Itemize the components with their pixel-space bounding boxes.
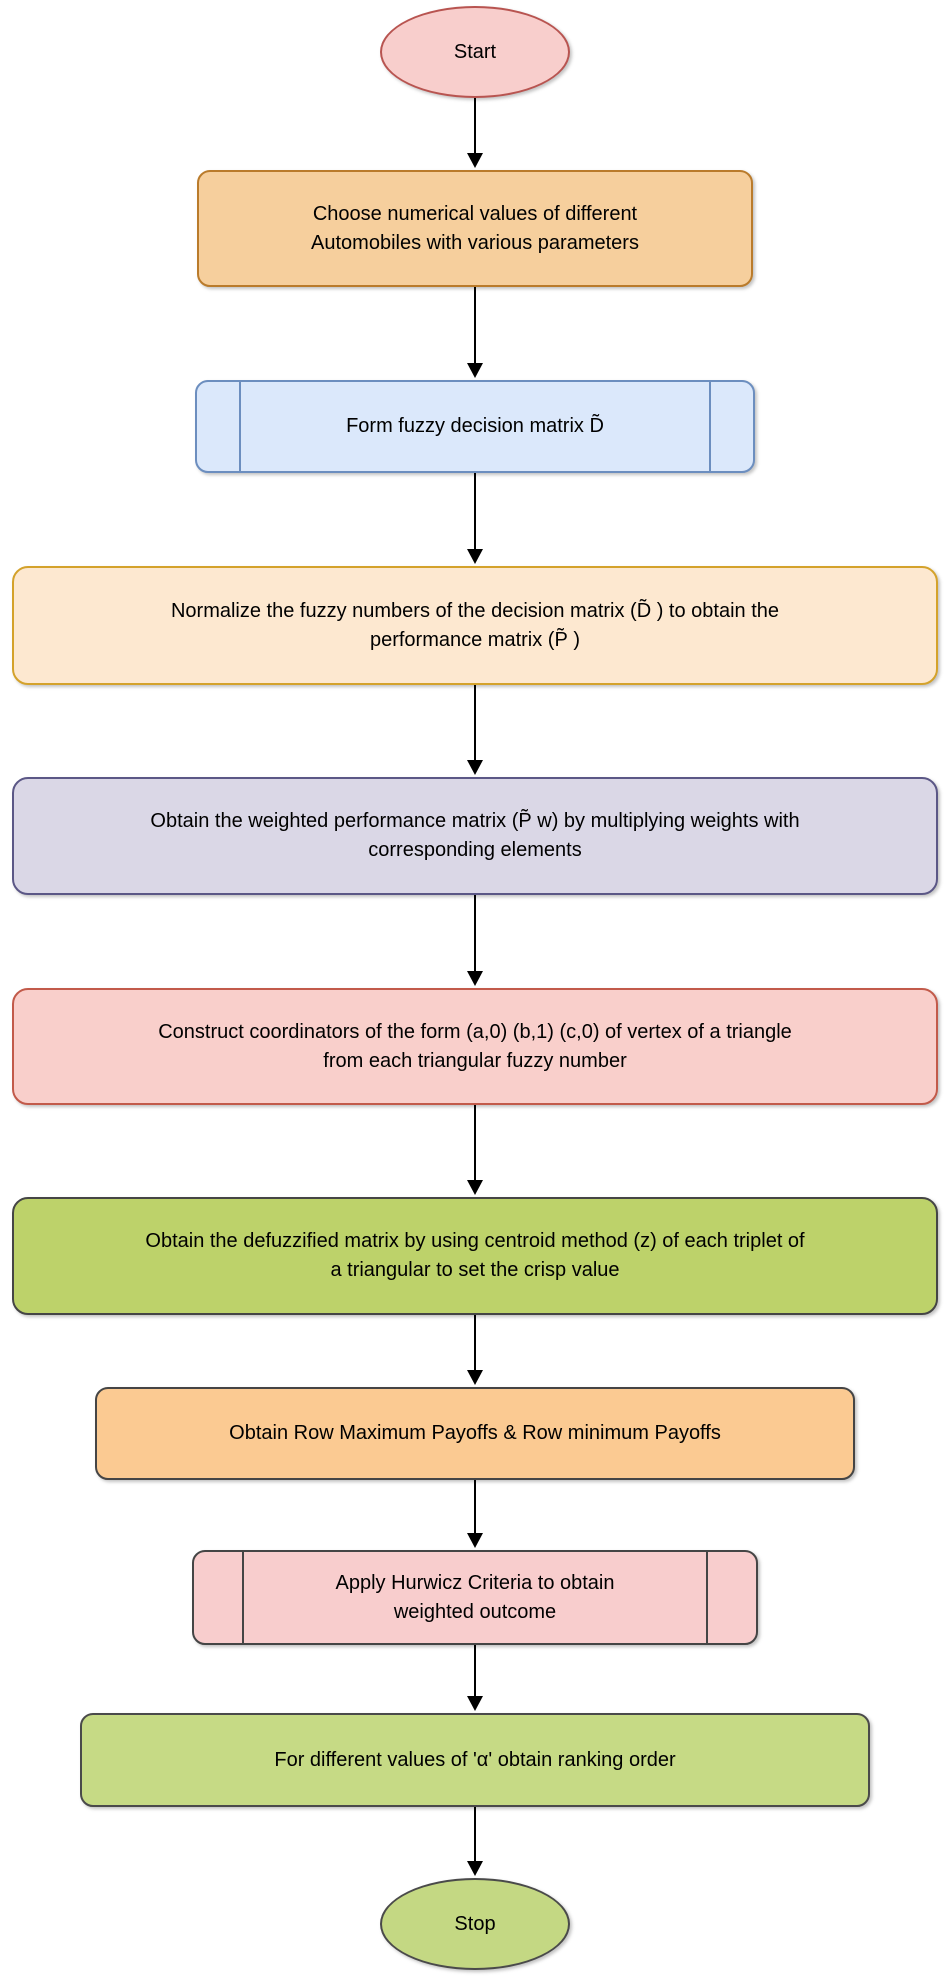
arrow-shaft (474, 98, 476, 153)
predefined-right-bar (706, 1552, 708, 1643)
terminator-start-label: Start (453, 40, 497, 63)
terminator-stop: Stop (380, 1878, 570, 1970)
flow-arrow-hurwicz-to-ranking (467, 1645, 483, 1711)
flow-arrow-ranking-to-stop (467, 1807, 483, 1876)
arrow-head-icon (467, 971, 483, 986)
predefined-process-form-matrix-label: Form fuzzy decision matrix D̃ (346, 415, 604, 437)
arrow-shaft (474, 287, 476, 363)
arrow-shaft (474, 1480, 476, 1533)
flow-arrow-normalize-to-weighted (467, 685, 483, 775)
arrow-shaft (474, 895, 476, 971)
arrow-head-icon (467, 363, 483, 378)
arrow-head-icon (467, 1696, 483, 1711)
flow-arrow-weighted-to-construct (467, 895, 483, 986)
arrow-head-icon (467, 1861, 483, 1876)
process-weighted-performance-matrix: Obtain the weighted performance matrix (… (12, 777, 938, 895)
flow-arrow-choose-to-form (467, 287, 483, 378)
process-choose-values: Choose numerical values of different Aut… (197, 170, 753, 287)
process-normalize-fuzzy-numbers: Normalize the fuzzy numbers of the decis… (12, 566, 938, 685)
arrow-head-icon (467, 1180, 483, 1195)
process-defuzzified-matrix-label: Obtain the defuzzified matrix by using c… (145, 1230, 805, 1281)
process-row-payoffs-label: Obtain Row Maximum Payoffs & Row minimum… (229, 1422, 721, 1444)
arrow-shaft (474, 685, 476, 760)
arrow-head-icon (467, 549, 483, 564)
arrow-shaft (474, 1807, 476, 1861)
predefined-process-form-matrix: Form fuzzy decision matrix D̃ (195, 380, 755, 473)
process-construct-coordinators-label: Construct coordinators of the form (a,0)… (158, 1020, 792, 1072)
arrow-shaft (474, 1105, 476, 1180)
process-normalize-fuzzy-numbers-label: Normalize the fuzzy numbers of the decis… (170, 599, 780, 651)
terminator-start: Start (380, 6, 570, 98)
arrow-shaft (474, 1645, 476, 1696)
predefined-process-hurwicz-label: Apply Hurwicz Criteria to obtain weighte… (335, 1571, 615, 1623)
predefined-process-hurwicz: Apply Hurwicz Criteria to obtain weighte… (192, 1550, 758, 1645)
flow-arrow-start-to-choose (467, 98, 483, 168)
process-construct-coordinators: Construct coordinators of the form (a,0)… (12, 988, 938, 1105)
predefined-left-bar (239, 382, 241, 471)
arrow-head-icon (467, 1370, 483, 1385)
predefined-left-bar (242, 1552, 244, 1643)
arrow-shaft (474, 473, 476, 549)
flow-arrow-payoffs-to-hurwicz (467, 1480, 483, 1548)
flow-arrow-form-to-normalize (467, 473, 483, 564)
flow-arrow-defuzzified-to-payoffs (467, 1315, 483, 1385)
process-ranking-order-label: For different values of 'α' obtain ranki… (274, 1748, 676, 1771)
process-ranking-order: For different values of 'α' obtain ranki… (80, 1713, 870, 1807)
process-choose-values-label: Choose numerical values of different Aut… (311, 202, 639, 254)
process-row-payoffs: Obtain Row Maximum Payoffs & Row minimum… (95, 1387, 855, 1480)
predefined-right-bar (709, 382, 711, 471)
process-weighted-performance-matrix-label: Obtain the weighted performance matrix (… (150, 810, 800, 861)
arrow-shaft (474, 1315, 476, 1370)
arrow-head-icon (467, 1533, 483, 1548)
process-defuzzified-matrix: Obtain the defuzzified matrix by using c… (12, 1197, 938, 1315)
arrow-head-icon (467, 760, 483, 775)
terminator-stop-label: Stop (454, 1912, 496, 1935)
arrow-head-icon (467, 153, 483, 168)
flow-arrow-construct-to-defuzzified (467, 1105, 483, 1195)
